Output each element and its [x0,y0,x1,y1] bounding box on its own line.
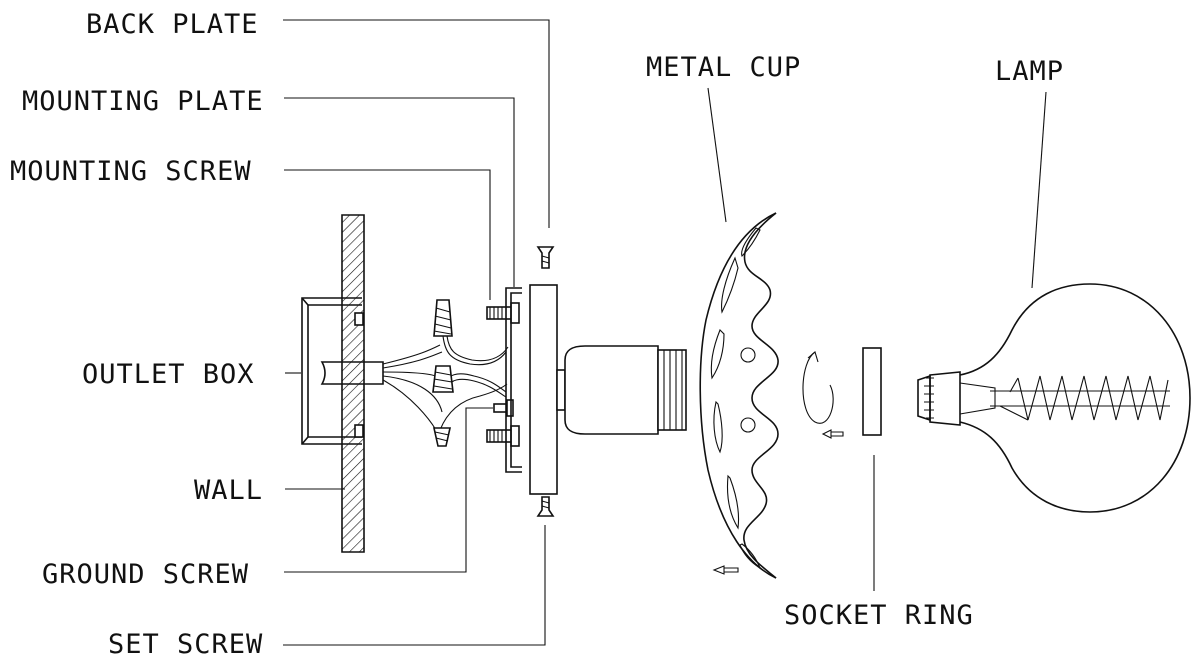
label-outlet-box: OUTLET BOX [82,359,255,390]
ground-screw [493,399,514,417]
arrow-left-icon-socket-ring [821,429,844,439]
wire-nut-middle [432,365,454,393]
wire-nut-top [433,299,453,337]
label-mounting-screw: MOUNTING SCREW [10,156,252,187]
label-metal-cup: METAL CUP [646,52,801,83]
lamp-socket [556,345,687,435]
socket-ring [862,347,882,436]
mounting-plate [505,287,522,473]
set-screw-top [536,246,555,269]
label-socket-ring: SOCKET RING [784,600,974,631]
leader-lamp [1031,91,1047,289]
leader-mounting-screw [284,169,491,300]
leader-ground-screw [284,407,493,573]
label-ground-screw: GROUND SCREW [42,559,249,590]
leader-back-plate [283,19,550,228]
mounting-screw-bottom [486,425,520,447]
outlet-box [301,297,364,445]
arrow-left-icon-metal-cup [712,565,739,575]
mounting-screw-top [486,302,520,324]
label-mounting-plate: MOUNTING PLATE [22,86,264,117]
label-back-plate: BACK PLATE [86,9,259,40]
leader-set-screw [283,525,546,646]
set-screw-bottom [536,496,555,517]
leader-mounting-plate [284,97,515,287]
back-plate [529,284,558,495]
label-lamp: LAMP [995,56,1064,87]
leader-lines [283,19,1047,646]
leader-metal-cup [707,87,727,223]
arrow-rotate-icon [802,351,834,424]
supply-cable [320,344,443,431]
lamp-bulb [917,283,1191,513]
wire-nut-bottom [433,427,451,447]
metal-cup [699,212,779,579]
label-wall: WALL [194,475,263,506]
label-set-screw: SET SCREW [108,629,263,660]
